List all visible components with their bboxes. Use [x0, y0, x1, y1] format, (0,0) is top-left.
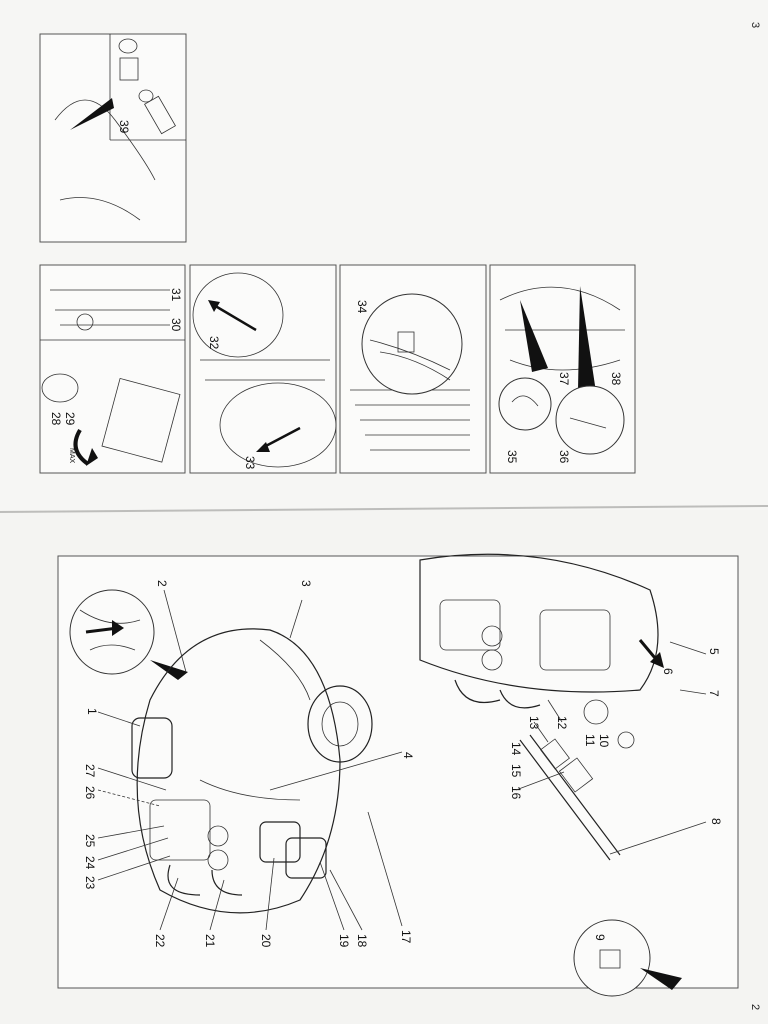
- callout-6: 6: [661, 668, 675, 675]
- callout-31: 31: [169, 288, 183, 302]
- callout-38: 38: [609, 372, 623, 386]
- callout-4: 4: [401, 752, 415, 759]
- callout-15: 15: [509, 764, 523, 778]
- callout-28: 28: [49, 412, 63, 426]
- page-number-left: 2: [749, 1004, 761, 1010]
- zoom-detail-9: 9: [573, 919, 682, 997]
- callout-34: 34: [355, 300, 369, 314]
- callout-13: 13: [527, 716, 541, 730]
- page-number-right: 3: [749, 22, 761, 28]
- callout-2: 2: [155, 580, 169, 587]
- callout-36: 36: [557, 450, 571, 464]
- max-label: MAX: [68, 448, 75, 464]
- callout-29: 29: [63, 412, 77, 426]
- callout-25: 25: [83, 834, 97, 848]
- callout-16: 16: [509, 786, 523, 800]
- callout-39: 39: [117, 120, 131, 134]
- main-callouts: 1 2 3 4 5 6 7 8 10 11 12 13 14 15 16 17 …: [83, 580, 723, 948]
- callout-37: 37: [557, 372, 571, 386]
- callout-19: 19: [337, 934, 351, 948]
- callout-22: 22: [153, 934, 167, 948]
- callout-10: 10: [597, 734, 611, 748]
- callout-32: 32: [207, 336, 221, 350]
- main-figure-frame: [57, 555, 739, 989]
- pressure-washer-main-view: [131, 628, 373, 914]
- detail-figure-34: 34: [339, 264, 487, 474]
- detail-figure-32-33: 32 33: [189, 264, 337, 474]
- callout-8: 8: [709, 818, 723, 825]
- callout-1: 1: [85, 708, 99, 715]
- spray-lance: [519, 734, 621, 861]
- callout-14: 14: [509, 742, 523, 756]
- callout-33: 33: [243, 456, 257, 470]
- callout-26: 26: [83, 786, 97, 800]
- callout-17: 17: [399, 930, 413, 944]
- detail-figure-39: 39: [39, 33, 187, 243]
- callout-11: 11: [583, 734, 597, 747]
- pressure-washer-rear-view: [419, 553, 664, 749]
- leader-lines: [97, 589, 707, 931]
- callout-7: 7: [707, 690, 721, 697]
- callout-3: 3: [299, 580, 313, 587]
- page-fold: [0, 505, 768, 513]
- callout-30: 30: [169, 318, 183, 332]
- callout-18: 18: [355, 934, 369, 948]
- callout-21: 21: [203, 934, 217, 948]
- callout-20: 20: [259, 934, 273, 948]
- detail-figure-35-38: 35 36 37 38: [489, 264, 636, 474]
- callout-9: 9: [593, 934, 607, 941]
- callout-5: 5: [707, 648, 721, 655]
- detail-figure-28-31: MAX 28 29 30 31: [39, 264, 186, 474]
- callout-23: 23: [83, 876, 97, 890]
- callout-27: 27: [83, 764, 97, 778]
- callout-12: 12: [555, 716, 569, 730]
- callout-24: 24: [83, 856, 97, 870]
- callout-35: 35: [505, 450, 519, 464]
